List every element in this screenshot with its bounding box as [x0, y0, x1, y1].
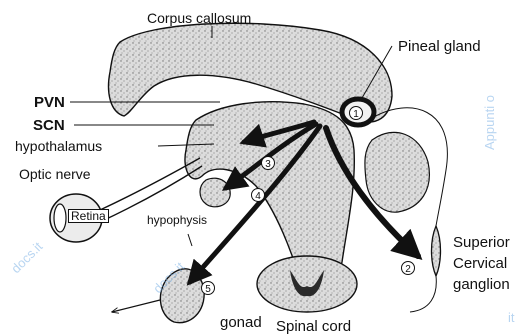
label-scn: SCN — [33, 118, 65, 133]
hypophysis-shape — [200, 178, 230, 207]
pathway-2-label: 2 — [405, 264, 411, 275]
optic-nerve-shape — [100, 158, 200, 210]
label-ganglion: ganglion — [453, 277, 510, 292]
pathway-4-label: 4 — [255, 191, 261, 202]
label-superior: Superior — [453, 235, 510, 250]
superior-cervical-ganglion-shape — [432, 226, 441, 276]
label-corpus-callosum: Corpus callosum — [147, 11, 251, 25]
label-cervical: Cervical — [453, 256, 507, 271]
watermark-right: Appunti o — [482, 95, 497, 150]
label-pineal-gland: Pineal gland — [398, 39, 481, 54]
label-spinal-cord: Spinal cord — [276, 319, 351, 334]
arrow-gonad-output — [112, 300, 160, 312]
label-optic-nerve: Optic nerve — [19, 167, 91, 181]
pathway-3-label: 3 — [265, 159, 271, 170]
lens-shape — [54, 204, 66, 232]
label-pvn: PVN — [34, 95, 65, 110]
watermark-edge: it — [508, 310, 515, 325]
label-retina: Retina — [68, 209, 109, 223]
pathway-5-label: 5 — [205, 284, 211, 295]
label-gonad: gonad — [220, 315, 262, 330]
cerebellum-shape — [365, 132, 430, 212]
pathway-1-label: 1 — [353, 109, 359, 120]
label-hypophysis: hypophysis — [147, 214, 207, 226]
spinal-cord-shape — [257, 256, 357, 312]
leader-hypophysis — [188, 234, 192, 246]
label-hypothalamus: hypothalamus — [15, 139, 102, 153]
